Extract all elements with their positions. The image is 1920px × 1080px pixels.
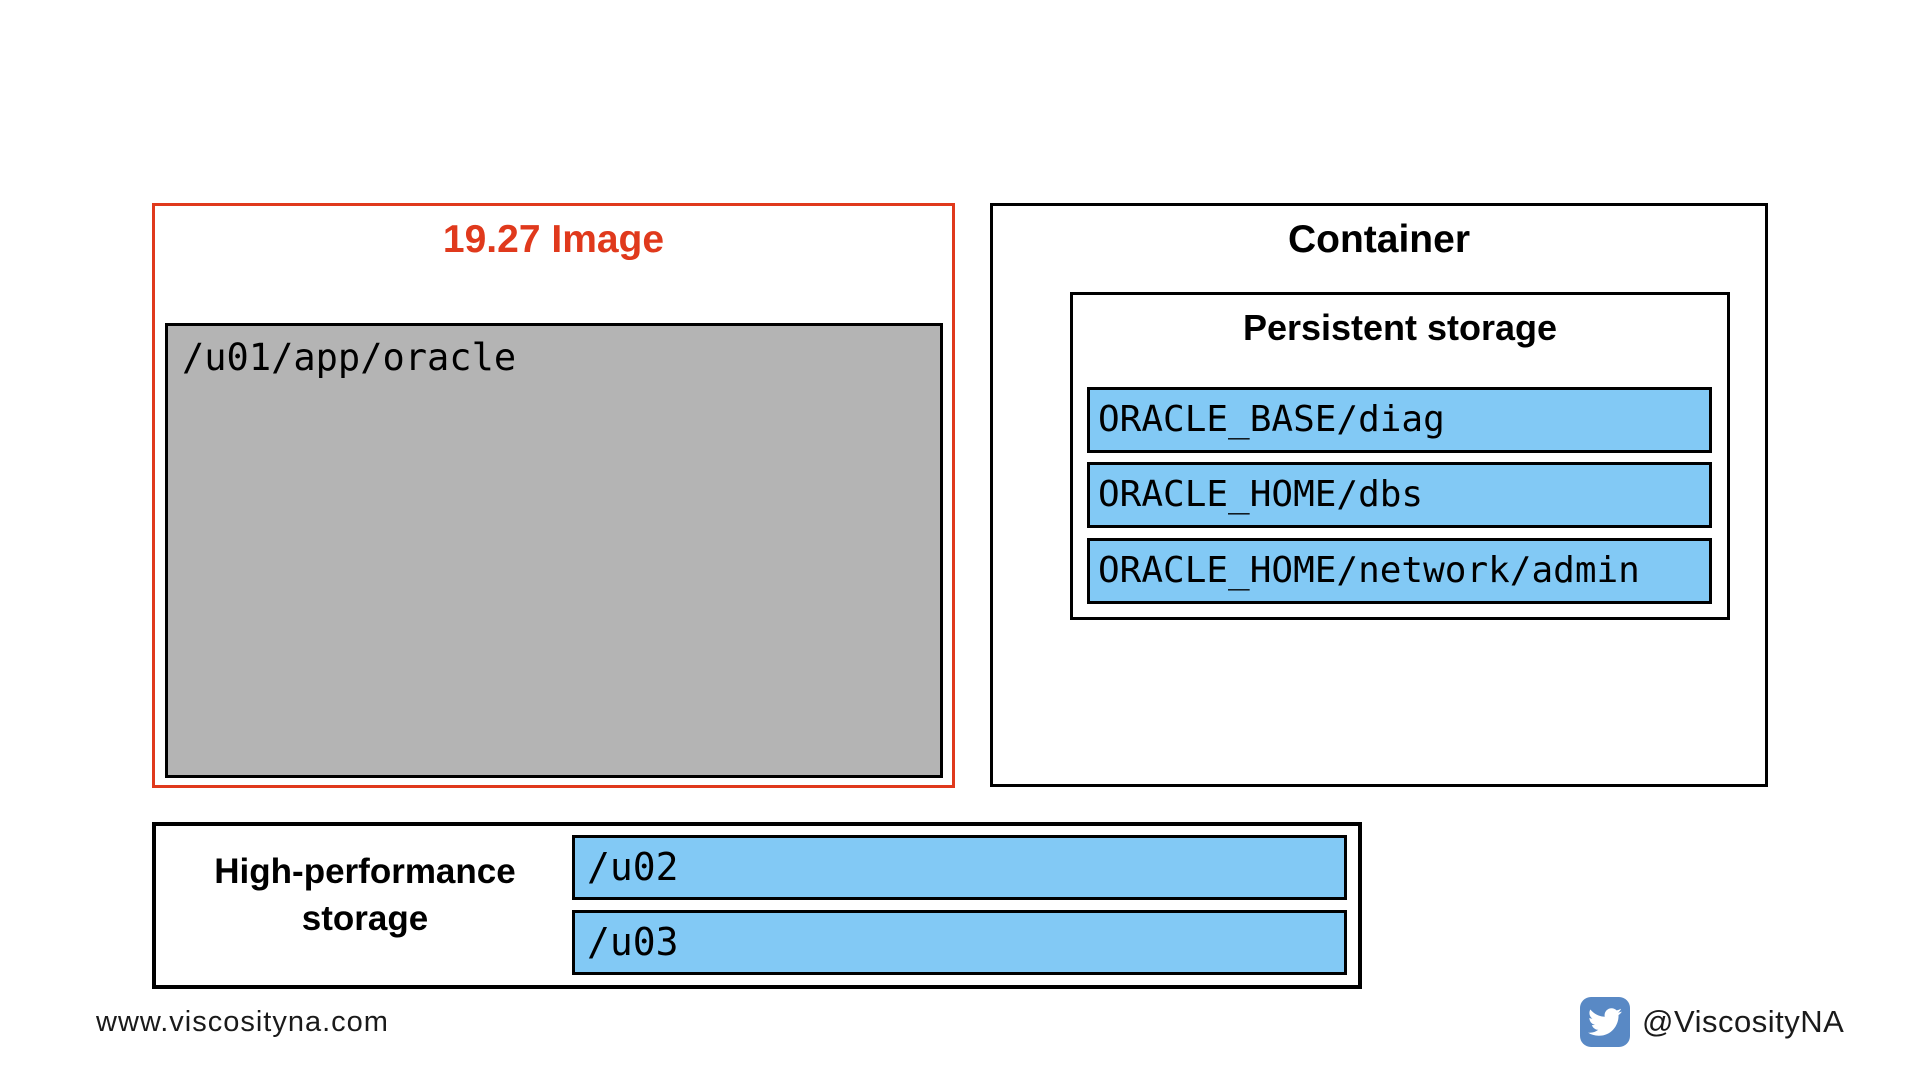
twitter-icon <box>1580 997 1630 1047</box>
website-url: www.viscosityna.com <box>96 1006 389 1038</box>
twitter-handle: @ViscosityNA <box>1642 1004 1845 1039</box>
volume-u03: /u03 <box>572 910 1347 975</box>
high-performance-storage-label: High-performance storage <box>160 848 570 942</box>
volume-u02: /u02 <box>572 835 1347 900</box>
persistent-volume-diag: ORACLE_BASE/diag <box>1087 387 1712 453</box>
container-title: Container <box>1287 218 1470 261</box>
image-box-title: 19.27 Image <box>442 218 665 261</box>
high-performance-storage-label-line1: High-performance <box>214 852 516 891</box>
persistent-volume-network-admin: ORACLE_HOME/network/admin <box>1087 538 1712 604</box>
oracle-home-volume: /u01/app/oracle <box>165 323 943 778</box>
high-performance-storage-label-line2: storage <box>301 899 429 938</box>
persistent-volume-dbs: ORACLE_HOME/dbs <box>1087 462 1712 528</box>
persistent-storage-title: Persistent storage <box>1242 307 1558 348</box>
